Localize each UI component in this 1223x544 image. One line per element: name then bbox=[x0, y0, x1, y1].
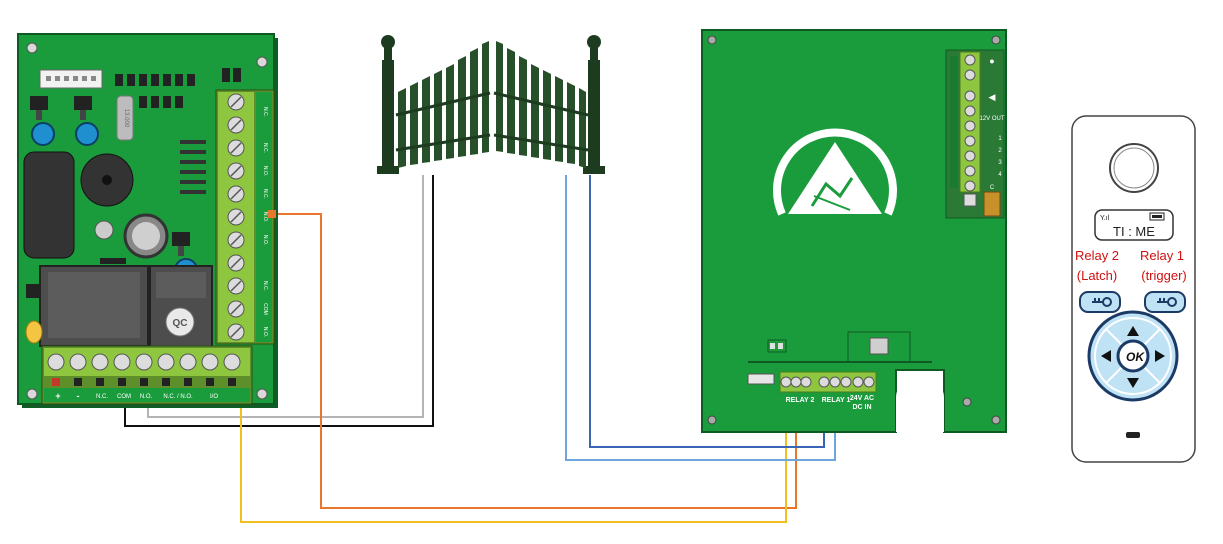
qc-sticker bbox=[165, 307, 195, 337]
screw-icon bbox=[256, 388, 268, 400]
intercom-handset: Y.ıl TI : ME Relay 2 (Latch) Relay 1 (tr… bbox=[1071, 115, 1196, 463]
signal-icon: Y.ıl bbox=[1100, 215, 1110, 222]
screw-icon bbox=[256, 56, 268, 68]
key-icon bbox=[1157, 297, 1177, 307]
speaker-icon: ◀ bbox=[989, 92, 996, 102]
bottom-terminal-label: N.C. / N.O. bbox=[163, 394, 193, 400]
relay2-terminal-label: RELAY 2 bbox=[786, 397, 815, 404]
key-icon bbox=[1092, 297, 1112, 307]
mic-icon: ● bbox=[989, 56, 994, 66]
gate-icon bbox=[377, 35, 605, 174]
bottom-terminal-label: - bbox=[77, 391, 80, 401]
camera-lens bbox=[1109, 143, 1159, 193]
capacitor-block bbox=[23, 151, 75, 259]
relay2-sublabel: (Latch) bbox=[1077, 268, 1117, 283]
side-terminal-label: N.C. bbox=[262, 281, 268, 291]
board-body bbox=[701, 29, 1007, 433]
bottom-terminal-block: + - N.C. COM N.O. N.C. / N.O. I/O bbox=[41, 345, 253, 405]
ok-label: OK bbox=[1126, 350, 1145, 364]
bottom-terminal-label: N.O. bbox=[140, 394, 153, 400]
right-terminal-label: 2 bbox=[998, 148, 1002, 154]
relay1-button[interactable] bbox=[1144, 291, 1186, 313]
right-terminal-label: 12V OUT bbox=[979, 116, 1004, 122]
relay2-label: Relay 2 bbox=[1075, 248, 1119, 263]
crystal-label: 13.000 bbox=[123, 109, 129, 128]
side-terminal-label: COM bbox=[262, 303, 268, 315]
mic-slot bbox=[1126, 432, 1140, 438]
right-terminal-block: 12V OUT 1 2 3 4 C ◀ ● bbox=[945, 49, 1005, 219]
wire-orange bbox=[268, 213, 797, 509]
side-terminal-label: N.C. bbox=[262, 189, 268, 199]
relay1-terminal-label: RELAY 1 bbox=[822, 397, 851, 404]
screw-icon bbox=[26, 388, 38, 400]
relay2-button[interactable] bbox=[1079, 291, 1121, 313]
right-terminal-label: 4 bbox=[998, 172, 1002, 178]
battery-icon bbox=[1149, 212, 1165, 221]
side-terminal-label: N.O. bbox=[262, 235, 268, 245]
side-terminal-block: N.C. N.C. N.O. N.C. N.O. N.O. N.C. COM N… bbox=[215, 89, 276, 345]
screw-icon bbox=[26, 42, 38, 54]
trimmer-icon bbox=[75, 122, 99, 146]
led bbox=[25, 320, 43, 344]
ok-button[interactable]: OK bbox=[1116, 339, 1150, 373]
display-text: TI : ME bbox=[1113, 224, 1155, 239]
bottom-terminal-label: N.C. bbox=[96, 394, 108, 400]
relay1-label: Relay 1 bbox=[1140, 248, 1184, 263]
side-terminal-label: N.C. bbox=[262, 107, 268, 117]
right-terminal-label: 1 bbox=[998, 136, 1002, 142]
relay-terminal-block bbox=[779, 371, 877, 393]
screw-icon bbox=[707, 415, 717, 425]
screw-icon bbox=[991, 415, 1001, 425]
header-connector bbox=[39, 69, 103, 89]
screw-icon bbox=[707, 35, 717, 45]
gate-controller-board: 13.000 QC bbox=[17, 33, 278, 408]
intercom-board: 12V OUT 1 2 3 4 C ◀ ● bbox=[701, 29, 1007, 433]
arrow-right-icon[interactable] bbox=[1155, 350, 1165, 362]
relay1-sublabel: (trigger) bbox=[1141, 268, 1187, 283]
wire-yellow bbox=[240, 384, 787, 523]
right-terminal-label: C bbox=[990, 185, 995, 191]
right-terminal-label: 3 bbox=[998, 160, 1002, 166]
side-terminal-label: N.C. bbox=[262, 143, 268, 153]
qc-label: QC bbox=[173, 318, 188, 329]
power-terminal-label: 24V AC DC IN bbox=[849, 395, 875, 411]
arrow-up-icon[interactable] bbox=[1127, 326, 1139, 336]
esd-warning-icon bbox=[773, 128, 897, 216]
arrow-down-icon[interactable] bbox=[1127, 378, 1139, 388]
side-terminal-label: N.O. bbox=[262, 166, 268, 176]
trimmer-icon bbox=[31, 122, 55, 146]
arrow-left-icon[interactable] bbox=[1101, 350, 1111, 362]
crystal bbox=[116, 95, 134, 141]
bottom-terminal-label: + bbox=[55, 391, 60, 401]
screw-icon bbox=[991, 35, 1001, 45]
screw-icon bbox=[962, 397, 972, 407]
reset-button bbox=[963, 193, 977, 207]
bottom-terminal-label: I/O bbox=[210, 394, 218, 400]
chip-array bbox=[115, 68, 241, 108]
side-terminal-label: N.O. bbox=[262, 327, 268, 337]
bottom-terminal-label: COM bbox=[117, 394, 131, 400]
side-terminal-label: N.O. bbox=[262, 212, 268, 222]
